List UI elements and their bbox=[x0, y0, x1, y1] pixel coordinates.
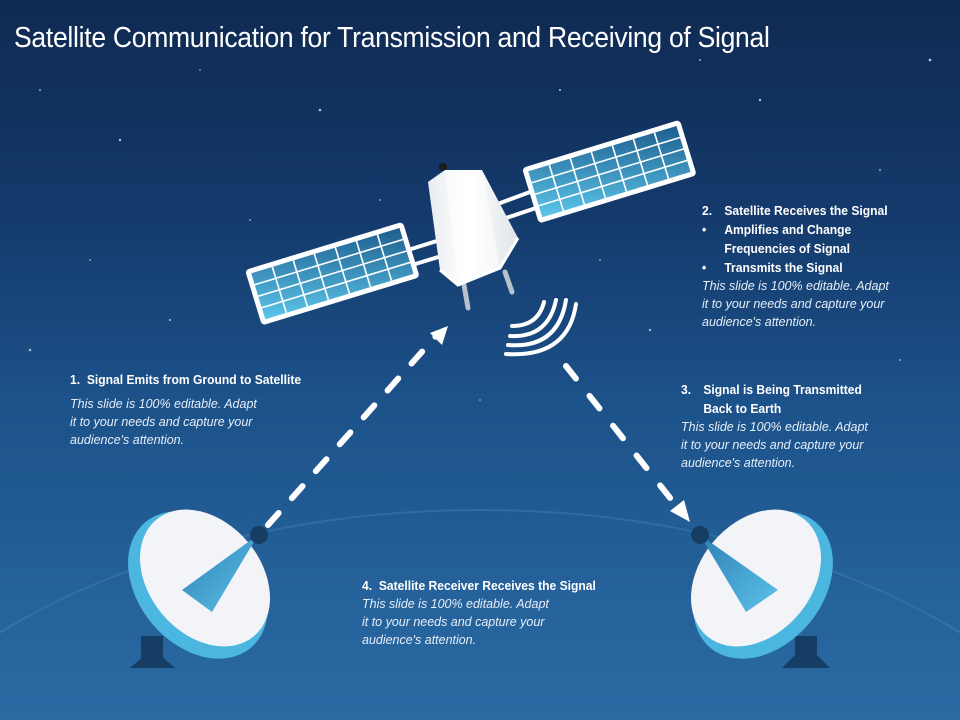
step-3: 3. Signal is Being Transmitted Back to E… bbox=[681, 380, 876, 472]
step-1: 1. Signal Emits from Ground to Satellite… bbox=[70, 370, 319, 449]
heading-line: Signal is Being Transmitted bbox=[703, 382, 862, 397]
body-line: it to your needs and capture your bbox=[70, 414, 253, 429]
step-4-heading: 4. Satellite Receiver Receives the Signa… bbox=[362, 576, 596, 595]
bullet-line: Transmits the Signal bbox=[724, 260, 843, 275]
body-line: it to your needs and capture your bbox=[681, 437, 864, 452]
page-title: Satellite Communication for Transmission… bbox=[14, 22, 770, 54]
step-3-body: This slide is 100% editable. Adapt it to… bbox=[681, 418, 868, 472]
signal-waves-icon bbox=[504, 298, 578, 357]
satellite-icon bbox=[245, 120, 696, 325]
body-line: This slide is 100% editable. Adapt bbox=[681, 419, 868, 434]
body-line: This slide is 100% editable. Adapt bbox=[362, 596, 549, 611]
heading-line: Back to Earth bbox=[703, 401, 782, 416]
step-1-number: 1. bbox=[70, 372, 81, 387]
step-2-heading: 2. Satellite Receives the Signal bbox=[702, 201, 888, 220]
step-2-title: Satellite Receives the Signal bbox=[724, 203, 888, 218]
satellite-dish-right bbox=[690, 509, 833, 668]
dashed-arrow-up-icon bbox=[265, 326, 448, 528]
step-2: 2. Satellite Receives the Signal • Ampli… bbox=[702, 201, 902, 331]
step-1-title: Signal Emits from Ground to Satellite bbox=[86, 372, 302, 387]
step-2-bullet-1: • Amplifies and Change Frequencies of Si… bbox=[702, 220, 888, 258]
body-line: it to your needs and capture your bbox=[362, 614, 545, 629]
step-2-bullet-2: • Transmits the Signal bbox=[702, 258, 888, 277]
step-2-number: 2. bbox=[702, 203, 713, 218]
bullet-line: Amplifies and Change bbox=[724, 222, 852, 237]
step-4: 4. Satellite Receiver Receives the Signa… bbox=[362, 576, 613, 649]
step-2-body: This slide is 100% editable. Adapt it to… bbox=[702, 277, 894, 331]
bullet-icon: • bbox=[702, 260, 707, 275]
bullet-icon: • bbox=[702, 222, 707, 237]
body-line: audience's attention. bbox=[70, 432, 185, 447]
step-3-heading: 3. Signal is Being Transmitted Back to E… bbox=[681, 380, 862, 418]
body-line: audience's attention. bbox=[362, 632, 477, 647]
satellite-dish-left bbox=[128, 509, 271, 668]
body-line: it to your needs and capture your bbox=[702, 296, 885, 311]
body-line: audience's attention. bbox=[702, 314, 817, 329]
step-1-heading: 1. Signal Emits from Ground to Satellite bbox=[70, 370, 301, 389]
body-line: This slide is 100% editable. Adapt bbox=[70, 396, 257, 411]
step-4-title: Satellite Receiver Receives the Signal bbox=[378, 578, 596, 593]
step-3-number: 3. bbox=[681, 382, 692, 397]
dashed-arrow-down-icon bbox=[563, 363, 690, 522]
body-line: This slide is 100% editable. Adapt bbox=[702, 278, 889, 293]
step-1-body: This slide is 100% editable. Adapt it to… bbox=[70, 395, 309, 449]
step-4-number: 4. bbox=[362, 578, 373, 593]
bullet-line: Frequencies of Signal bbox=[724, 241, 850, 256]
step-4-body: This slide is 100% editable. Adapt it to… bbox=[362, 595, 603, 649]
body-line: audience's attention. bbox=[681, 455, 796, 470]
